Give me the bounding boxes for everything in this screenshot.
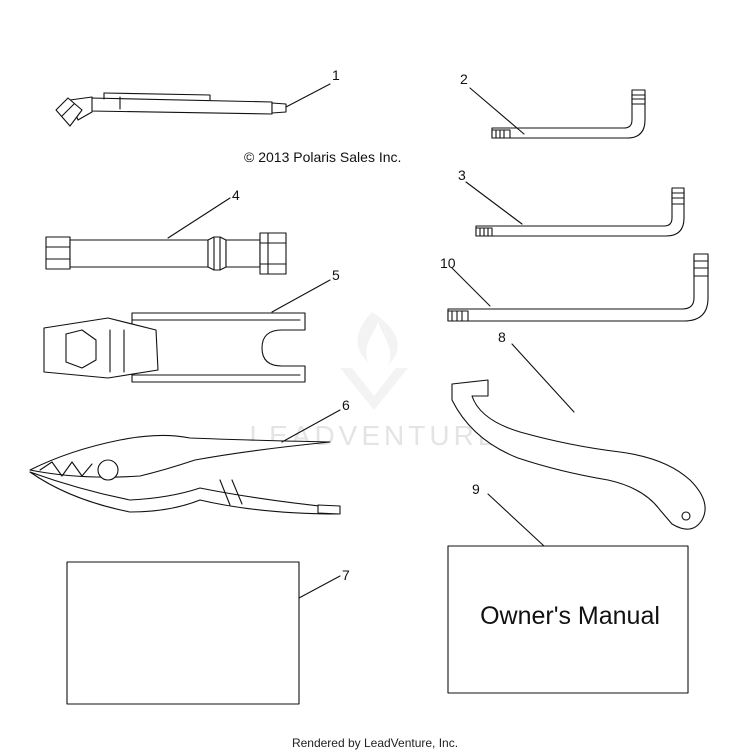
hex-key-large-icon: [447, 253, 709, 322]
footer-credit: Rendered by LeadVenture, Inc.: [291, 736, 459, 750]
tire-pressure-gauge-icon: [55, 92, 287, 127]
callout-3: 3: [458, 167, 466, 183]
part-10-hex-key: 10: [440, 253, 709, 322]
spark-plug-socket-icon: [45, 232, 287, 275]
callout-6: 6: [342, 397, 350, 413]
copyright-notice: © 2013 Polaris Sales Inc.: [244, 149, 401, 165]
hex-key-small-icon: [491, 89, 646, 139]
blank-card-icon: [66, 561, 300, 705]
manual-title: Owner's Manual: [480, 602, 660, 630]
part-1-tire-pressure-gauge: 1: [55, 67, 340, 127]
part-7-card: 7: [66, 561, 350, 705]
part-8-spanner-wrench: 8: [451, 329, 706, 530]
part-6-pliers: 6: [29, 397, 350, 515]
pliers-icon: [29, 434, 341, 515]
callout-5: 5: [332, 267, 340, 283]
part-2-hex-key: 2: [460, 71, 646, 139]
callout-1: 1: [332, 67, 340, 83]
part-3-hex-key: 3: [458, 167, 685, 237]
callout-8: 8: [498, 329, 506, 345]
hex-key-medium-icon: [475, 187, 685, 237]
callout-7: 7: [342, 567, 350, 583]
leadventure-logo-icon: [340, 312, 408, 410]
part-4-spark-plug-socket: 4: [45, 187, 287, 275]
spanner-wrench-icon: [451, 379, 706, 530]
callout-4: 4: [232, 187, 240, 203]
callout-2: 2: [460, 71, 468, 87]
manual-icon: [447, 545, 689, 694]
part-9-owners-manual: Owner's Manual 9: [447, 481, 689, 694]
callout-9: 9: [472, 481, 480, 497]
part-5-double-ended-wrench: 5: [43, 267, 340, 383]
double-ended-wrench-icon: [43, 312, 306, 383]
callout-10: 10: [440, 255, 456, 271]
